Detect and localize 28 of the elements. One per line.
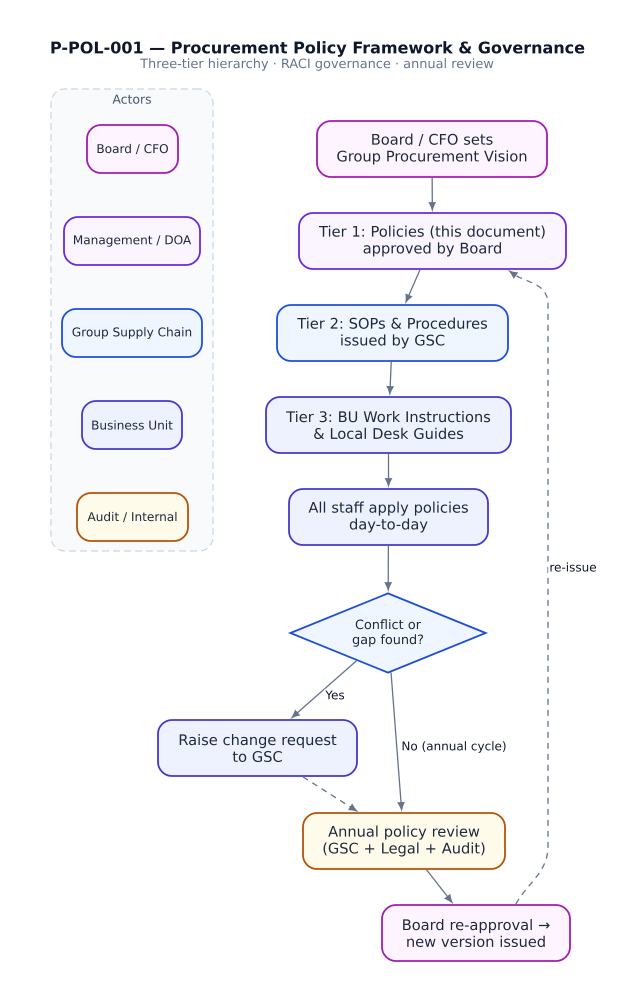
dashed-arrow xyxy=(302,776,358,812)
process-box: Tier 1: Policies (this document) approved by Board xyxy=(298,212,567,270)
role-box: Board / CFO xyxy=(86,124,179,174)
arrow xyxy=(405,270,421,302)
role-box: Management / DOA xyxy=(63,216,201,266)
process-box: Board / CFO sets Group Procurement Vision xyxy=(316,120,548,178)
arrow xyxy=(384,546,392,590)
dashed-arrow xyxy=(509,270,549,904)
process-box: Board re-approval → new version issued xyxy=(381,904,571,962)
arrow xyxy=(426,870,452,903)
role-box: Audit / Internal xyxy=(76,492,189,542)
arrow xyxy=(292,660,357,718)
process-box: Raise change request to GSC xyxy=(157,719,358,777)
arrow xyxy=(386,362,394,394)
process-box: Tier 2: SOPs & Procedures issued by GSC xyxy=(276,304,509,362)
edge-label: No (annual cycle) xyxy=(400,740,508,754)
process-box: All staff apply policies day-to-day xyxy=(288,488,489,546)
process-box: Annual policy review (GSC + Legal + Audit) xyxy=(302,812,506,870)
process-box: Tier 3: BU Work Instructions & Local Desk Guides xyxy=(265,396,512,454)
title: P-POL-001 — Procurement Policy Framework & Governance xyxy=(51,41,584,57)
edge-label: re-issue xyxy=(548,561,598,573)
role-box: Business Unit xyxy=(81,400,183,450)
subtitle: Three-tier hierarchy · RACI governance · annual review xyxy=(140,58,494,71)
arrow xyxy=(428,178,436,210)
arrow xyxy=(390,672,405,810)
role-box: Group Supply Chain xyxy=(61,308,203,358)
arrow xyxy=(385,454,392,486)
edge-label: Yes xyxy=(324,689,346,701)
